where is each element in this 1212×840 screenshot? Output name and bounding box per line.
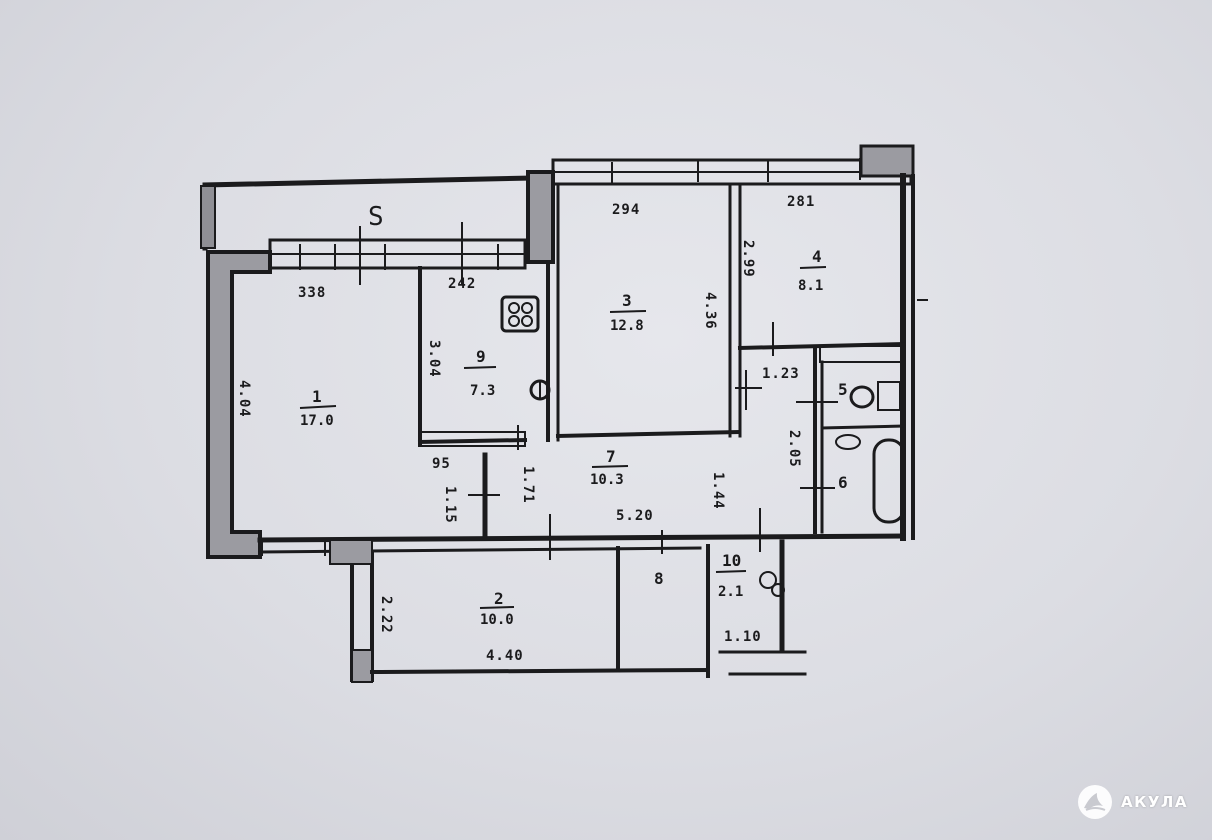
fixtures xyxy=(500,295,906,597)
shark-logo-icon xyxy=(1077,785,1112,819)
hatch-marks xyxy=(261,158,928,560)
dim-338: 338 xyxy=(298,285,326,301)
dim-1-44: 1.44 xyxy=(710,472,726,510)
balcony-corner-post xyxy=(200,185,216,249)
room-6-number: 6 xyxy=(838,473,848,492)
room-10-area: 2.1 xyxy=(718,584,743,600)
dim-281: 281 xyxy=(787,194,815,210)
outer-wall-left xyxy=(206,250,272,559)
dim-2-05: 2.05 xyxy=(786,430,802,468)
outer-wall-top-center xyxy=(526,170,555,264)
dim-2-22: 2.22 xyxy=(378,596,394,634)
dim-3-04: 3.04 xyxy=(426,340,442,378)
dim-5-20: 5.20 xyxy=(616,508,654,524)
toilet-icon xyxy=(849,381,901,411)
balcony-label: S xyxy=(368,202,384,232)
dim-95: 95 xyxy=(432,456,451,472)
washbasin-icon xyxy=(835,434,861,450)
wall-room9-bottom xyxy=(417,437,528,445)
walls xyxy=(200,144,915,683)
room-5-number: 5 xyxy=(838,380,848,399)
wall-bottom-lower xyxy=(369,667,711,675)
dim-4-36: 4.36 xyxy=(702,292,718,330)
room-labels: S 1 17.0 2 10.0 3 12.8 4 8.1 5 6 7 10.3 … xyxy=(299,202,848,628)
dim-1-71: 1.71 xyxy=(520,466,536,504)
dim-4-40: 4.40 xyxy=(486,648,524,664)
stove-icon xyxy=(500,295,540,333)
room-2-area: 10.0 xyxy=(480,612,514,628)
room-4-number: 4 xyxy=(812,247,822,266)
bathtub-icon xyxy=(872,438,906,524)
wall-room5-6 xyxy=(820,424,905,430)
room-7-area: 10.3 xyxy=(590,472,624,488)
room-10-number: 10 xyxy=(722,551,741,570)
watermark: АКУЛА xyxy=(1077,784,1188,820)
wc-small-icon xyxy=(759,571,777,589)
room-9-number: 9 xyxy=(476,347,486,366)
dim-1-15: 1.15 xyxy=(442,486,458,524)
room-1-area: 17.0 xyxy=(300,413,334,429)
room-2-number: 2 xyxy=(494,589,504,608)
outer-wall-corner-right xyxy=(859,144,915,178)
dimension-labels: 338 242 294 281 4.04 3.04 4.36 2.99 1.23… xyxy=(236,194,815,664)
room-4-area: 8.1 xyxy=(798,278,823,294)
dim-4-04: 4.04 xyxy=(236,380,252,418)
room-1-number: 1 xyxy=(312,387,322,406)
dim-242: 242 xyxy=(448,276,476,292)
dim-1-10: 1.10 xyxy=(724,629,762,645)
room-7-number: 7 xyxy=(606,447,616,466)
wall-room3-bottom xyxy=(555,429,741,439)
room-8-number: 8 xyxy=(654,569,664,588)
watermark-brand: АКУЛА xyxy=(1120,793,1188,811)
dim-2-99: 2.99 xyxy=(740,240,756,278)
room-3-number: 3 xyxy=(622,291,632,310)
room-9-area: 7.3 xyxy=(470,383,495,399)
room-3-area: 12.8 xyxy=(610,318,644,334)
dim-294: 294 xyxy=(612,202,640,218)
dim-1-23: 1.23 xyxy=(762,366,800,382)
